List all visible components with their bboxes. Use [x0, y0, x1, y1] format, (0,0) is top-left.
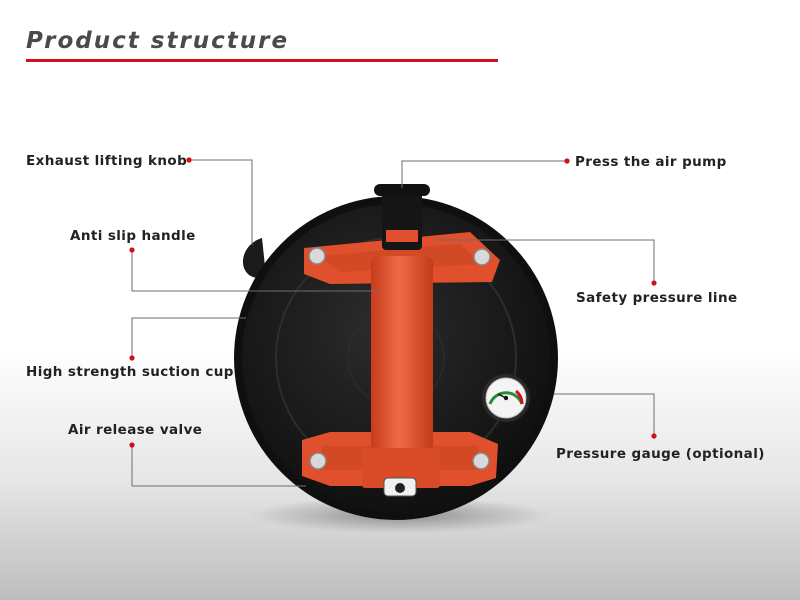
label-anti-slip-handle: Anti slip handle: [70, 228, 196, 244]
leader-dot-air-release: [129, 442, 135, 448]
leader-safety-pressure-line: [436, 239, 655, 283]
leader-anti-slip-handle: [131, 250, 380, 292]
label-pressure-gauge-optional: Pressure gauge (optional): [556, 446, 765, 462]
label-safety-pressure-line: Safety pressure line: [576, 290, 738, 306]
label-exhaust-lifting-knob: Exhaust lifting knob: [26, 153, 188, 169]
page-title: Product structure: [26, 28, 290, 54]
exhaust-lifting-knob: [242, 238, 266, 278]
leader-dot-exhaust: [186, 157, 192, 163]
label-air-release-valve: Air release valve: [68, 422, 203, 438]
air-release-valve: [383, 477, 417, 497]
leader-pressure-gauge: [554, 393, 655, 436]
leader-dot-pressure-gauge: [651, 433, 657, 439]
leader-exhaust-lifting-knob: [190, 159, 253, 245]
leader-high-strength-suction-cup: [131, 317, 246, 358]
leader-air-release-valve: [131, 445, 306, 487]
leader-dot-safety-line: [651, 280, 657, 286]
pressure-gauge: [482, 374, 530, 422]
leader-press-the-air-pump: [401, 160, 566, 188]
label-high-strength-suction-cup: High strength suction cup: [26, 364, 234, 380]
leader-dot-suction-cup: [129, 355, 135, 361]
leader-dot-air-pump: [564, 158, 570, 164]
title-underline: [26, 59, 498, 62]
anti-slip-handle: [362, 256, 440, 488]
air-pump-plunger: [374, 184, 430, 250]
label-press-the-air-pump: Press the air pump: [575, 154, 727, 170]
leader-dot-anti-slip: [129, 247, 135, 253]
